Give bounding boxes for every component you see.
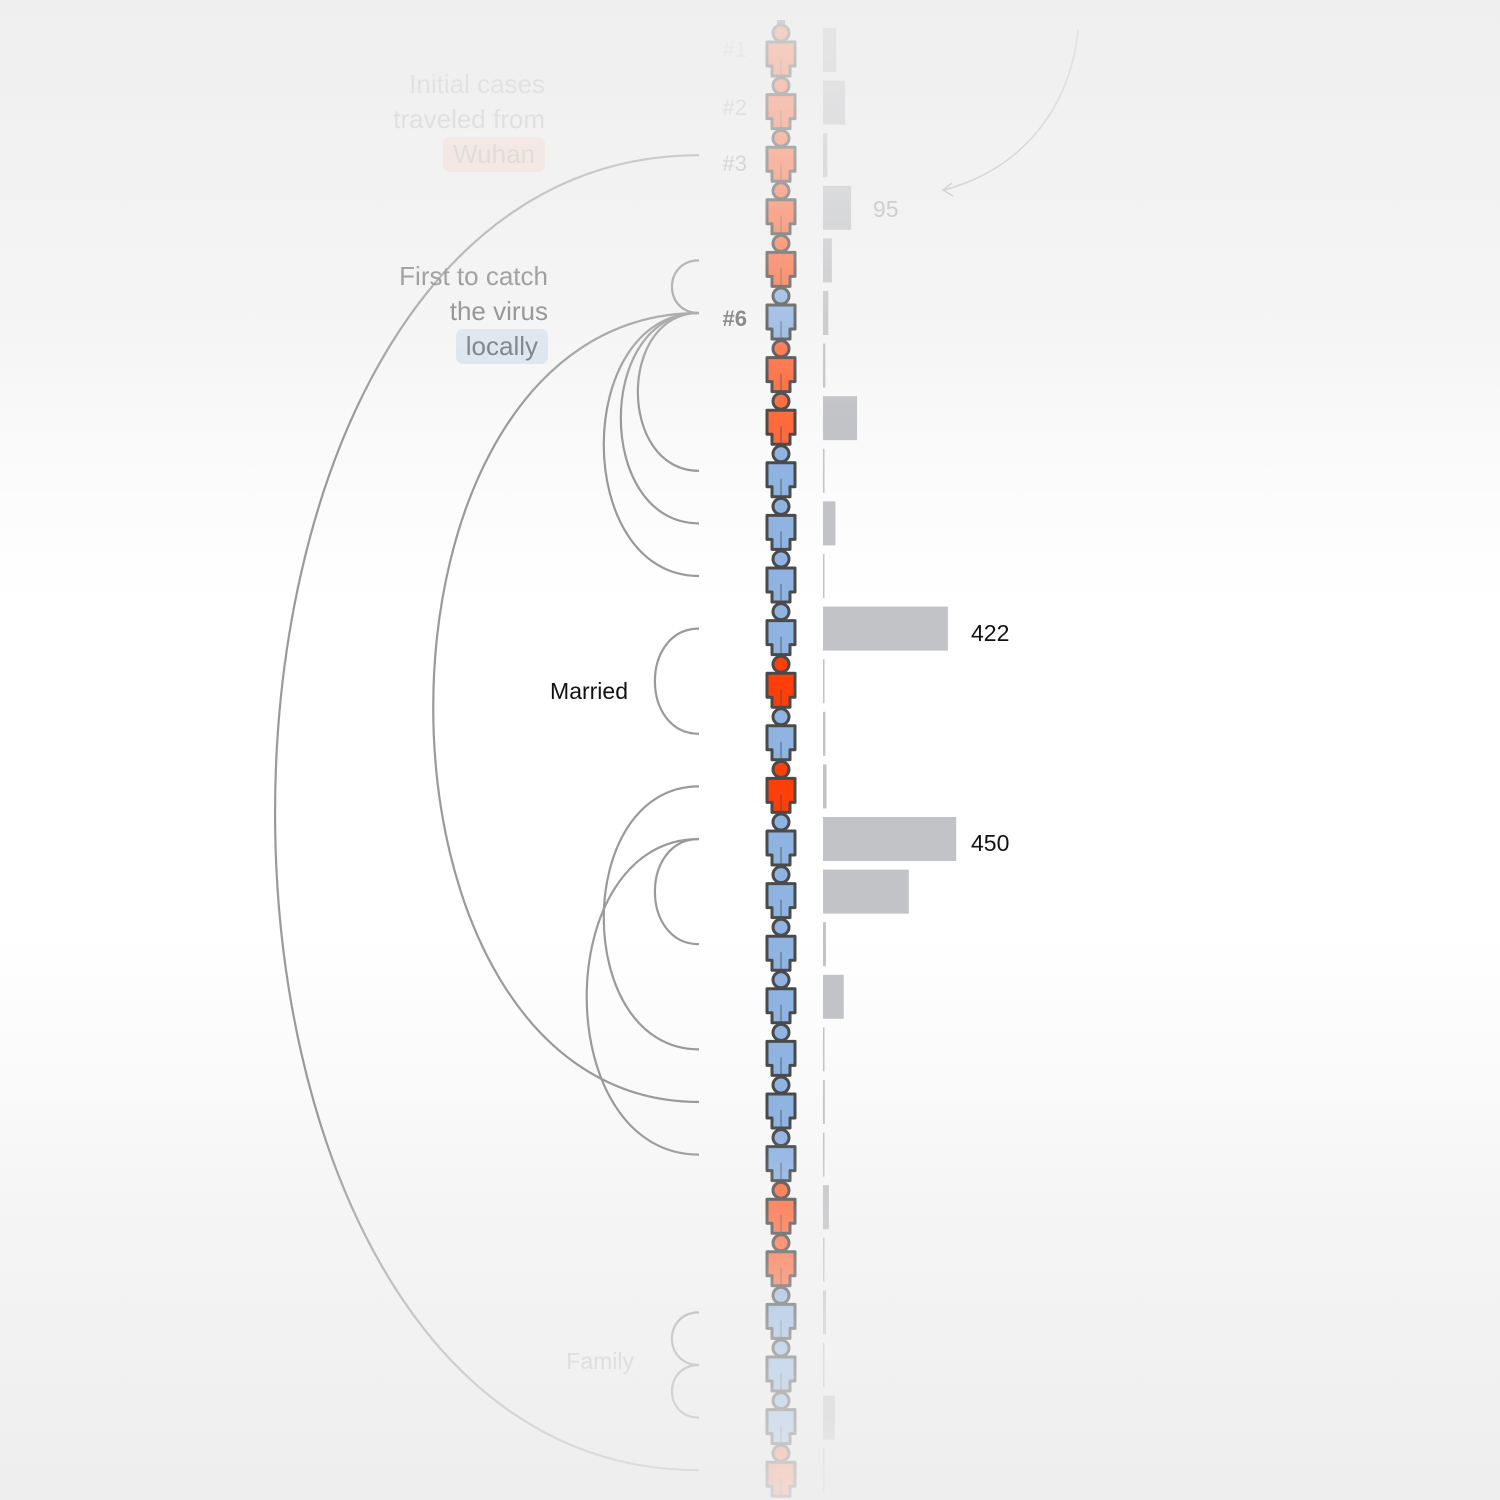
- person-icon-#13: [765, 654, 797, 709]
- bar-series: [823, 28, 957, 1493]
- person-icon-#6: [765, 286, 797, 341]
- bar-#26: [823, 1343, 825, 1387]
- transmission-arc: [585, 837, 700, 1156]
- bar-#5: [823, 238, 832, 283]
- person-icon-#16: [765, 812, 797, 867]
- person-icon-#11: [765, 549, 797, 604]
- person-icon-#2: [765, 76, 797, 131]
- person-icon-#26: [765, 1338, 797, 1393]
- transmission-arc: [654, 837, 700, 946]
- rank-label-1: #1: [722, 37, 747, 62]
- transmission-arc: [670, 1363, 700, 1419]
- local-annotation: First to catch the virus locally: [330, 259, 548, 364]
- bar-#28: [823, 1448, 825, 1493]
- wuhan-annotation: Initial cases traveled from Wuhan: [330, 67, 545, 172]
- local-annotation-line1: First to catch: [399, 261, 548, 291]
- transmission-arc: [654, 627, 700, 735]
- person-icon-#19: [765, 970, 797, 1025]
- bar-#20: [823, 1027, 825, 1072]
- bar-#9: [823, 448, 825, 493]
- married-label: Married: [550, 678, 628, 704]
- bar-value-450: 450: [971, 830, 1010, 856]
- bar-value-422: 422: [971, 620, 1010, 646]
- person-icon-#23: [765, 1180, 797, 1235]
- bar-#27: [823, 1395, 835, 1440]
- arrow-icon: [941, 29, 1079, 197]
- bar-#14: [823, 711, 826, 756]
- rank-label-3: #3: [722, 151, 747, 176]
- local-annotation-line2: the virus: [449, 296, 548, 326]
- person-icon-#27: [765, 1391, 797, 1446]
- family-label: Family: [566, 1348, 634, 1374]
- local-highlight: locally: [455, 329, 548, 364]
- bar-#10: [823, 501, 836, 546]
- person-icon-#5: [765, 233, 797, 288]
- person-icon-#7: [765, 339, 797, 394]
- bar-#18: [823, 922, 826, 967]
- person-icon-#3: [765, 128, 797, 183]
- transmission-arc: [619, 311, 700, 525]
- bar-#2: [823, 80, 846, 125]
- person-icon-#9: [765, 444, 797, 499]
- bar-#1: [823, 28, 837, 72]
- person-icon-#10: [765, 496, 797, 551]
- person-icon-#15: [765, 759, 797, 814]
- patient-column: [765, 20, 797, 1498]
- person-icon-#17: [765, 865, 797, 920]
- person-icon-#12: [765, 602, 797, 657]
- bar-#7: [823, 343, 826, 388]
- rank-label-2: #2: [722, 95, 747, 120]
- bar-#21: [823, 1080, 825, 1124]
- person-icon-#8: [765, 391, 797, 446]
- person-icon-#20: [765, 1022, 797, 1077]
- wuhan-highlight: Wuhan: [443, 137, 545, 172]
- bar-#23: [823, 1185, 829, 1230]
- person-icon-#21: [765, 1075, 797, 1130]
- wuhan-annotation-line2: traveled from: [393, 104, 545, 134]
- bar-#8: [823, 396, 858, 441]
- bar-#15: [823, 764, 827, 809]
- bar-value-95: 95: [873, 196, 899, 222]
- bar-#19: [823, 974, 844, 1019]
- bar-#6: [823, 291, 829, 335]
- person-icon-#14: [765, 707, 797, 762]
- bar-#3: [823, 133, 828, 178]
- person-icon-#28: [765, 1443, 797, 1498]
- wuhan-annotation-line1: Initial cases: [409, 69, 545, 99]
- bar-#25: [823, 1290, 826, 1335]
- bar-#11: [823, 554, 825, 598]
- bar-#12: [823, 606, 948, 651]
- person-icon-#4: [765, 181, 797, 236]
- person-icon-#24: [765, 1233, 797, 1288]
- bar-#22: [823, 1132, 825, 1177]
- transmission-arc: [602, 785, 700, 1051]
- person-icon-#22: [765, 1128, 797, 1183]
- transmission-arc: [670, 259, 700, 315]
- bar-#24: [823, 1237, 825, 1282]
- bar-#4: [823, 185, 852, 230]
- person-icon-#25: [765, 1285, 797, 1340]
- rank-label-6: #6: [722, 306, 747, 331]
- person-icon-#1: [765, 23, 797, 78]
- transmission-arc: [670, 1311, 700, 1367]
- person-icon-#18: [765, 917, 797, 972]
- bar-#16: [823, 817, 957, 861]
- bar-#13: [823, 659, 825, 704]
- bar-#17: [823, 869, 909, 914]
